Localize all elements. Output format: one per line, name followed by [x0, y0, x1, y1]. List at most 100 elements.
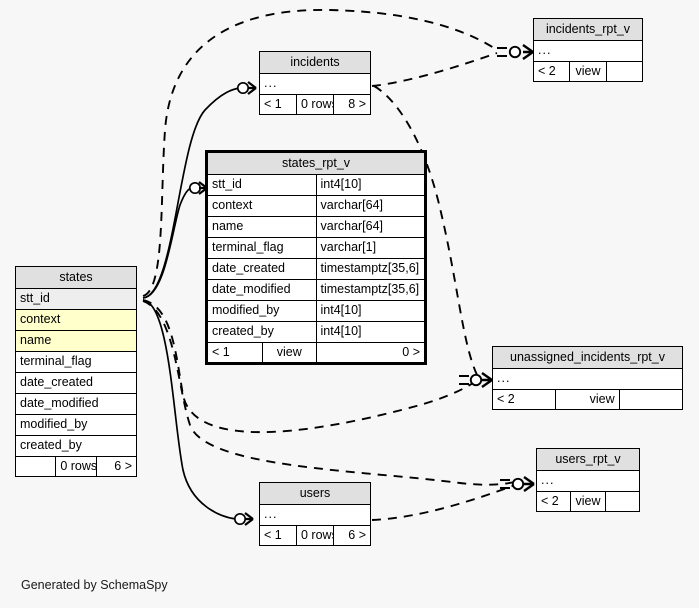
- footer-kind-label: view: [262, 343, 316, 362]
- footer-incoming-count[interactable]: < 2: [532, 61, 571, 82]
- table-row[interactable]: date_modified: [15, 393, 137, 415]
- table-row[interactable]: date_created timestamptz[35,6]: [206, 258, 426, 280]
- edge-incidents-incidents_rpt_v: [371, 52, 498, 87]
- column-name: name: [206, 216, 317, 238]
- column-name: modified_by: [206, 300, 317, 322]
- table-body-row: ...: [259, 73, 371, 95]
- table-footer-row: < 2 view: [491, 389, 684, 410]
- footer-outgoing-count[interactable]: 0 >: [315, 342, 426, 364]
- table-row[interactable]: modified_by int4[10]: [206, 300, 426, 322]
- table-name: states_rpt_v: [206, 151, 426, 175]
- column-name: created_by: [15, 435, 137, 457]
- table-node-unassigned_incidents_rpt_v[interactable]: unassigned_incidents_rpt_v ... < 2 view: [491, 346, 684, 410]
- column-name: terminal_flag: [206, 237, 317, 259]
- columns-collapsed: ...: [536, 470, 640, 492]
- table-row[interactable]: created_by: [15, 435, 137, 457]
- footer-row-count: 0 rows: [55, 456, 97, 477]
- table-title-row: incidents_rpt_v: [533, 18, 643, 41]
- footer-incoming-count[interactable]: < 2: [491, 389, 557, 410]
- table-title-row: users_rpt_v: [536, 448, 640, 471]
- table-row[interactable]: stt_id: [15, 288, 137, 310]
- footer-outgoing-count[interactable]: 6 >: [333, 525, 371, 546]
- generated-by-note: Generated by SchemaSpy: [21, 578, 168, 592]
- footer-incoming-count[interactable]: [14, 456, 57, 477]
- table-row[interactable]: created_by int4[10]: [206, 321, 426, 343]
- columns-collapsed: ...: [533, 40, 643, 62]
- table-name: states: [15, 266, 137, 289]
- table-node-users[interactable]: users ... < 1 0 rows 6 >: [259, 482, 371, 546]
- column-type: varchar[1]: [315, 237, 426, 259]
- table-name: unassigned_incidents_rpt_v: [492, 346, 683, 369]
- footer-kind-label: view: [570, 491, 606, 512]
- footer-kind-label: view: [569, 61, 607, 82]
- columns-collapsed: ...: [259, 73, 371, 95]
- edge-marker-users_rpt_v: [500, 476, 535, 492]
- table-node-states_rpt_v[interactable]: states_rpt_v stt_id int4[10] context var…: [205, 150, 427, 365]
- table-footer-row: < 1 view 0 >: [206, 342, 426, 364]
- table-row[interactable]: modified_by: [15, 414, 137, 436]
- column-name: stt_id: [15, 288, 137, 310]
- table-body-row: ...: [536, 470, 640, 492]
- table-row[interactable]: context varchar[64]: [206, 195, 426, 217]
- table-title-row: states_rpt_v: [206, 151, 426, 175]
- footer-outgoing-count[interactable]: [618, 389, 684, 410]
- columns-collapsed: ...: [492, 368, 683, 390]
- table-title-row: incidents: [259, 51, 371, 74]
- table-row[interactable]: name varchar[64]: [206, 216, 426, 238]
- table-row[interactable]: name: [15, 330, 137, 352]
- column-type: int4[10]: [315, 300, 426, 322]
- edge-states-states_rpt_v: [142, 181, 208, 299]
- table-body-row: ...: [492, 368, 683, 390]
- footer-incoming-count[interactable]: < 1: [259, 525, 297, 546]
- column-type: int4[10]: [315, 321, 426, 343]
- column-type: int4[10]: [315, 174, 426, 196]
- columns-collapsed: ...: [259, 504, 371, 526]
- column-type: varchar[64]: [315, 216, 426, 238]
- table-row[interactable]: date_created: [15, 372, 137, 394]
- column-name: context: [15, 309, 137, 331]
- footer-kind-label: view: [555, 389, 620, 410]
- table-footer-row: < 1 0 rows 8 >: [259, 94, 371, 115]
- table-name: users: [259, 482, 371, 505]
- footer-row-count: 0 rows: [296, 94, 334, 115]
- table-row[interactable]: context: [15, 309, 137, 331]
- table-title-row: states: [15, 266, 137, 289]
- column-type: varchar[64]: [315, 195, 426, 217]
- column-type: timestamptz[35,6]: [315, 258, 426, 280]
- table-row[interactable]: terminal_flag: [15, 351, 137, 373]
- column-name: context: [206, 195, 317, 217]
- table-name: users_rpt_v: [536, 448, 640, 471]
- footer-incoming-count[interactable]: < 2: [535, 491, 572, 512]
- table-row[interactable]: date_modified timestamptz[35,6]: [206, 279, 426, 301]
- edge-marker-incidents_rpt_v: [497, 44, 534, 60]
- table-node-incidents_rpt_v[interactable]: incidents_rpt_v ... < 2 view: [532, 18, 644, 82]
- table-row[interactable]: stt_id int4[10]: [206, 174, 426, 196]
- footer-incoming-count[interactable]: < 1: [208, 343, 263, 362]
- table-title-row: users: [259, 482, 371, 505]
- footer-incoming-count[interactable]: < 1: [259, 94, 297, 115]
- table-node-incidents[interactable]: incidents ... < 1 0 rows 8 >: [259, 51, 371, 115]
- table-footer-row: 0 rows 6 >: [14, 456, 138, 477]
- footer-outgoing-count[interactable]: 6 >: [95, 456, 138, 477]
- table-row[interactable]: terminal_flag varchar[1]: [206, 237, 426, 259]
- footer-outgoing-count[interactable]: [604, 491, 641, 512]
- column-name: terminal_flag: [15, 351, 137, 373]
- footer-outgoing-count[interactable]: [605, 61, 644, 82]
- table-node-users_rpt_v[interactable]: users_rpt_v ... < 2 view: [535, 448, 641, 512]
- column-name: modified_by: [15, 414, 137, 436]
- column-name: date_modified: [15, 393, 137, 415]
- edge-users-users_rpt_v: [371, 484, 516, 521]
- table-title-row: unassigned_incidents_rpt_v: [492, 346, 683, 369]
- column-name: created_by: [206, 321, 317, 343]
- table-footer-row: < 2 view: [532, 61, 644, 82]
- footer-outgoing-count[interactable]: 8 >: [333, 94, 371, 115]
- footer-left-group: < 1 view: [206, 342, 317, 364]
- column-name: stt_id: [206, 174, 317, 196]
- table-footer-row: < 1 0 rows 6 >: [259, 525, 371, 546]
- column-name: name: [15, 330, 137, 352]
- table-node-states[interactable]: states stt_id context name terminal_flag…: [14, 266, 138, 477]
- column-name: date_created: [15, 372, 137, 394]
- column-name: date_modified: [206, 279, 317, 301]
- table-body-row: ...: [533, 40, 643, 62]
- footer-row-count: 0 rows: [296, 525, 334, 546]
